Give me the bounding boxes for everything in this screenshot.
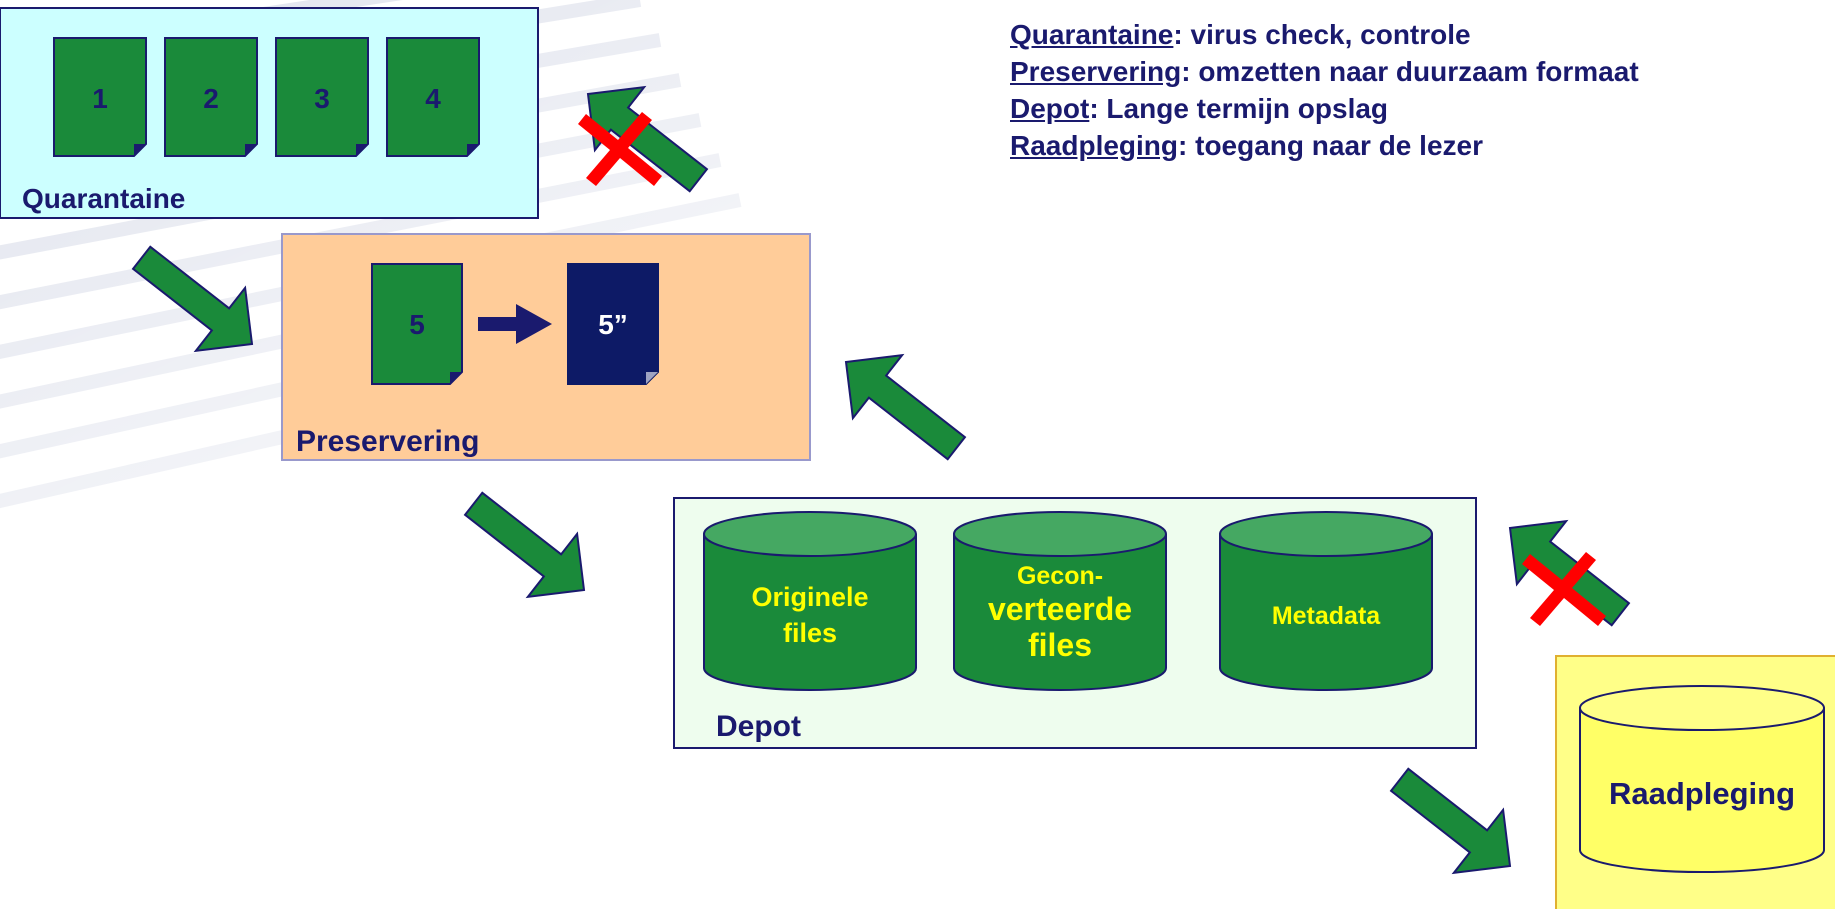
file-icon: 1 [53, 37, 147, 157]
arrow-raadpleging-to-depot [1484, 495, 1646, 647]
legend-item: Depot: Lange termijn opslag [1010, 90, 1639, 127]
cylinder-label: Metadata [1272, 602, 1381, 630]
depot-box: OriginelefilesGecon-verteerdefilesMetada… [673, 497, 1477, 749]
file-icon: 2 [164, 37, 258, 157]
legend-term: Raadpleging [1010, 130, 1179, 161]
cylinder-label: files [1028, 627, 1092, 663]
quarantaine-box: 1 2 3 4 Quarantaine [0, 7, 539, 219]
raadpleging-label: Raadpleging [1609, 776, 1795, 811]
file-icon: 4 [386, 37, 480, 157]
file-source: 5 [371, 263, 463, 385]
blocked-cross-icon [578, 112, 662, 186]
arrow-preservering-to-depot [448, 471, 610, 623]
file-icon: 3 [275, 37, 369, 157]
legend-term: Preservering [1010, 56, 1182, 87]
legend-description: : toegang naar de lezer [1178, 130, 1483, 161]
legend-description: : virus check, controle [1173, 19, 1471, 50]
legend-term: Quarantaine [1010, 19, 1174, 50]
conversion-arrow-icon [478, 304, 552, 344]
cylinder-label: Originele [751, 582, 868, 612]
cylinder-label: files [783, 618, 837, 648]
legend-description: : Lange termijn opslag [1089, 93, 1389, 124]
svg-text:5: 5 [409, 309, 425, 340]
quarantaine-label: Quarantaine [22, 183, 185, 214]
arrow-quarantaine-to-preservering [116, 225, 278, 377]
cylinder-label: Gecon- [1017, 562, 1103, 590]
cylinder-label: verteerde [988, 591, 1132, 627]
arrow-depot-to-raadpleging [1374, 747, 1536, 899]
raadpleging-cylinder: Raadpleging [1579, 685, 1825, 873]
legend-description: : omzetten naar duurzaam formaat [1181, 56, 1639, 87]
legend-item: Quarantaine: virus check, controle [1010, 16, 1639, 53]
arrow-depot-to-preservering [820, 329, 982, 481]
legend-item: Preservering: omzetten naar duurzaam for… [1010, 53, 1639, 90]
blocked-cross-icon-2 [1522, 552, 1606, 626]
database-cylinder-icon: Originele files [703, 511, 917, 691]
file-number: 3 [314, 83, 330, 114]
file-number: 4 [425, 83, 441, 114]
preservering-box: 5 5” Preservering [281, 233, 811, 461]
depot-label: Depot [716, 710, 801, 743]
file-target: 5” [567, 263, 659, 385]
database-cylinder-icon: Metadata [1219, 511, 1433, 691]
file-number: 2 [203, 83, 219, 114]
svg-text:5”: 5” [598, 309, 628, 340]
raadpleging-box: Raadpleging [1555, 655, 1835, 909]
arrow-preservering-to-quarantaine [562, 61, 724, 213]
preservering-label: Preservering [296, 425, 479, 458]
legend-term: Depot [1010, 93, 1090, 124]
file-number: 1 [92, 83, 108, 114]
legend-item: Raadpleging: toegang naar de lezer [1010, 127, 1639, 164]
